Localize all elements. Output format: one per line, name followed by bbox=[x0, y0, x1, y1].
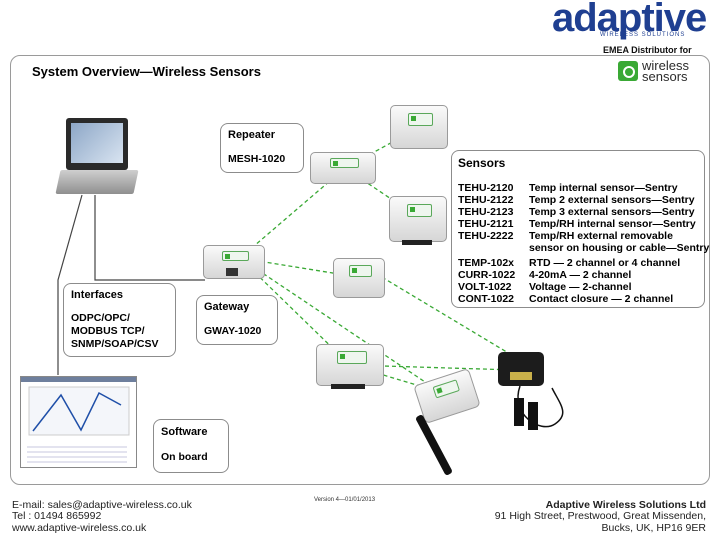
sensor-desc: Temp/RH internal sensor—Sentry bbox=[529, 218, 696, 230]
brand-logo-text: adaptive bbox=[552, 0, 707, 40]
software-box: Software On board bbox=[153, 419, 229, 473]
cable-sensor-device bbox=[498, 352, 544, 386]
interfaces-line: ODPC/OPC/ bbox=[71, 312, 130, 324]
gateway-heading: Gateway bbox=[204, 301, 250, 313]
sensor-desc: sensor on housing or cable—Sentry bbox=[529, 242, 710, 254]
sensor-desc: Temp 3 external sensors—Sentry bbox=[529, 206, 695, 218]
sensor-code: CONT-1022 bbox=[458, 293, 515, 305]
partner-logo-icon bbox=[618, 61, 638, 81]
footer-version: Version 4—01/01/2013 bbox=[314, 497, 376, 503]
sensor-desc: Temp 2 external sensors—Sentry bbox=[529, 194, 695, 206]
gateway-model: GWAY-1020 bbox=[204, 325, 262, 337]
wire-laptop-gateway bbox=[94, 195, 205, 281]
interfaces-box: Interfaces ODPC/OPC/ MODBUS TCP/ SNMP/SO… bbox=[63, 283, 176, 357]
sensor-code: TEHU-2222 bbox=[458, 230, 514, 242]
sensor-desc: Temp internal sensor—Sentry bbox=[529, 182, 678, 194]
sensor-cable-icon bbox=[514, 385, 564, 430]
link-sensor3-cable bbox=[369, 269, 521, 361]
wire-laptop-monitor bbox=[57, 194, 83, 375]
interfaces-line: SNMP/SOAP/CSV bbox=[71, 338, 159, 350]
software-chart bbox=[28, 386, 130, 436]
sensor-desc: 4-20mA — 2 channel bbox=[529, 269, 632, 281]
sensor-desc: Contact closure — 2 channel bbox=[529, 293, 674, 305]
repeater-heading: Repeater bbox=[228, 129, 276, 141]
sensor-desc: Temp/RH external removable bbox=[529, 230, 673, 242]
repeater-model: MESH-1020 bbox=[228, 153, 286, 165]
sensor-code: CURR-1022 bbox=[458, 269, 516, 281]
footer-company: Adaptive Wireless Solutions Ltd bbox=[545, 499, 706, 511]
footer-tel: Tel : 01494 865992 bbox=[12, 510, 102, 522]
repeater-box: Repeater MESH-1020 bbox=[220, 123, 304, 173]
sensor-desc: RTD — 2 channel or 4 channel bbox=[529, 257, 681, 269]
gateway-box: Gateway GWAY-1020 bbox=[196, 295, 278, 345]
footer-email: E-mail: sales@adaptive-wireless.co.uk bbox=[12, 499, 192, 511]
sensor-code: VOLT-1022 bbox=[458, 281, 512, 293]
sensor-code: TEMP-102x bbox=[458, 257, 515, 269]
repeater-device bbox=[310, 152, 376, 184]
page-title: System Overview—Wireless Sensors bbox=[32, 64, 261, 79]
gateway-device bbox=[203, 245, 265, 279]
software-screenshot bbox=[20, 376, 137, 468]
laptop-keyboard bbox=[55, 170, 139, 194]
sensor-code: TEHU-2121 bbox=[458, 218, 514, 230]
sensor-code: TEHU-2123 bbox=[458, 206, 514, 218]
sensor-device-4 bbox=[316, 344, 384, 389]
interfaces-line: MODBUS TCP/ bbox=[71, 325, 145, 337]
laptop-screen bbox=[66, 118, 128, 170]
partner-logo-line1: wireless bbox=[642, 58, 689, 73]
sensor-device-3 bbox=[333, 258, 385, 298]
interfaces-heading: Interfaces bbox=[71, 289, 123, 301]
sensors-box: Sensors TEHU-2120 Temp internal sensor—Se… bbox=[451, 150, 709, 308]
distributor-label: EMEA Distributor for bbox=[603, 45, 692, 55]
sensor-device-2 bbox=[389, 196, 447, 245]
sensor-code: TEHU-2120 bbox=[458, 182, 514, 194]
partner-logo-line2: sensors bbox=[642, 69, 688, 84]
software-sub: On board bbox=[161, 451, 208, 463]
diagram-frame bbox=[10, 55, 710, 485]
sensor-code: TEHU-2122 bbox=[458, 194, 514, 206]
laptop-image bbox=[55, 118, 139, 198]
sensor-device-1 bbox=[390, 105, 448, 149]
partner-logo: wireless sensors bbox=[618, 58, 710, 84]
sensor-desc: Voltage — 2-channel bbox=[529, 281, 632, 293]
footer-address-line1: 91 High Street, Prestwood, Great Missend… bbox=[494, 510, 706, 522]
link-gateway-antenna bbox=[239, 257, 441, 393]
footer-address-line2: Bucks, UK, HP16 9ER bbox=[601, 522, 706, 534]
footer-web: www.adaptive-wireless.co.uk bbox=[12, 522, 147, 534]
sensors-heading: Sensors bbox=[458, 156, 506, 170]
brand-tagline: WIRELESS SOLUTIONS bbox=[600, 32, 686, 38]
software-heading: Software bbox=[161, 426, 208, 438]
